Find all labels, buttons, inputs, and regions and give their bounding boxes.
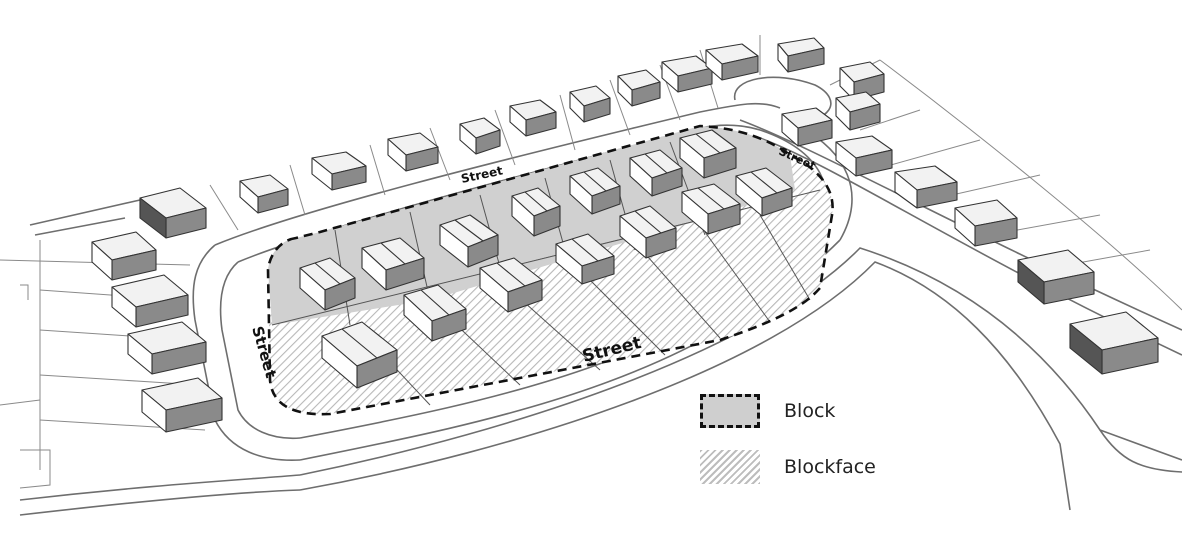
lot-line xyxy=(19,449,51,489)
house xyxy=(835,91,881,131)
road-curve-inner xyxy=(299,261,1071,511)
house xyxy=(835,135,893,177)
house xyxy=(127,321,207,375)
road-curve-outer xyxy=(299,247,1182,476)
house xyxy=(509,99,557,137)
house xyxy=(239,174,289,214)
house xyxy=(954,199,1018,247)
lot-line xyxy=(859,109,921,131)
lot-line xyxy=(879,139,981,169)
house xyxy=(569,167,621,215)
road-network xyxy=(19,76,1182,516)
house xyxy=(555,233,615,285)
road-left-inner xyxy=(219,261,301,440)
houses xyxy=(91,37,1159,433)
lot-line xyxy=(289,164,306,216)
road-diagonal-lower xyxy=(759,137,1182,356)
block-outline xyxy=(266,124,834,416)
house xyxy=(894,165,958,209)
house xyxy=(459,117,501,155)
road-topleft-a xyxy=(29,199,141,226)
house xyxy=(679,129,737,179)
lot-line xyxy=(209,184,239,231)
legend-label-block: Block xyxy=(784,400,836,422)
legend: Block Blockface xyxy=(700,392,960,492)
house xyxy=(299,257,356,311)
lot-line xyxy=(429,127,451,181)
lot-line xyxy=(369,144,386,196)
house xyxy=(111,274,189,328)
legend-item-block: Block xyxy=(700,394,835,428)
legend-label-blockface: Blockface xyxy=(784,456,876,478)
parcel-divider xyxy=(759,214,811,301)
house xyxy=(777,37,825,73)
house xyxy=(511,187,561,237)
house xyxy=(1017,249,1095,305)
house xyxy=(361,237,425,291)
lot-line xyxy=(0,399,41,406)
lot-line xyxy=(20,284,29,300)
blockface-swatch xyxy=(700,450,760,484)
house xyxy=(629,149,683,197)
house xyxy=(387,132,439,172)
lot-line xyxy=(879,59,1182,311)
road-lowerleft-a xyxy=(19,474,301,501)
house xyxy=(705,43,759,81)
house xyxy=(781,107,833,147)
parcel-divider xyxy=(704,231,771,323)
house xyxy=(619,205,677,259)
road-lowerleft-b xyxy=(19,489,301,516)
house xyxy=(311,151,367,191)
road-top-outer xyxy=(214,102,781,246)
house xyxy=(735,167,793,217)
house xyxy=(321,321,398,389)
house xyxy=(403,284,467,342)
block-swatch xyxy=(700,394,760,428)
road-right-edge xyxy=(1099,429,1182,473)
house xyxy=(91,231,157,281)
house xyxy=(617,69,661,107)
house xyxy=(569,85,611,123)
house xyxy=(681,183,741,235)
house xyxy=(439,214,499,268)
parcel-divider xyxy=(639,247,721,339)
house xyxy=(1069,311,1159,375)
lot-line xyxy=(559,94,576,151)
road-topleft-b xyxy=(34,217,126,236)
house xyxy=(479,257,543,313)
house xyxy=(141,377,223,433)
house xyxy=(139,187,207,239)
house xyxy=(839,61,885,101)
lot-line xyxy=(609,79,631,136)
legend-item-blockface: Blockface xyxy=(700,450,876,484)
house xyxy=(661,55,713,93)
lot-line xyxy=(494,109,516,166)
